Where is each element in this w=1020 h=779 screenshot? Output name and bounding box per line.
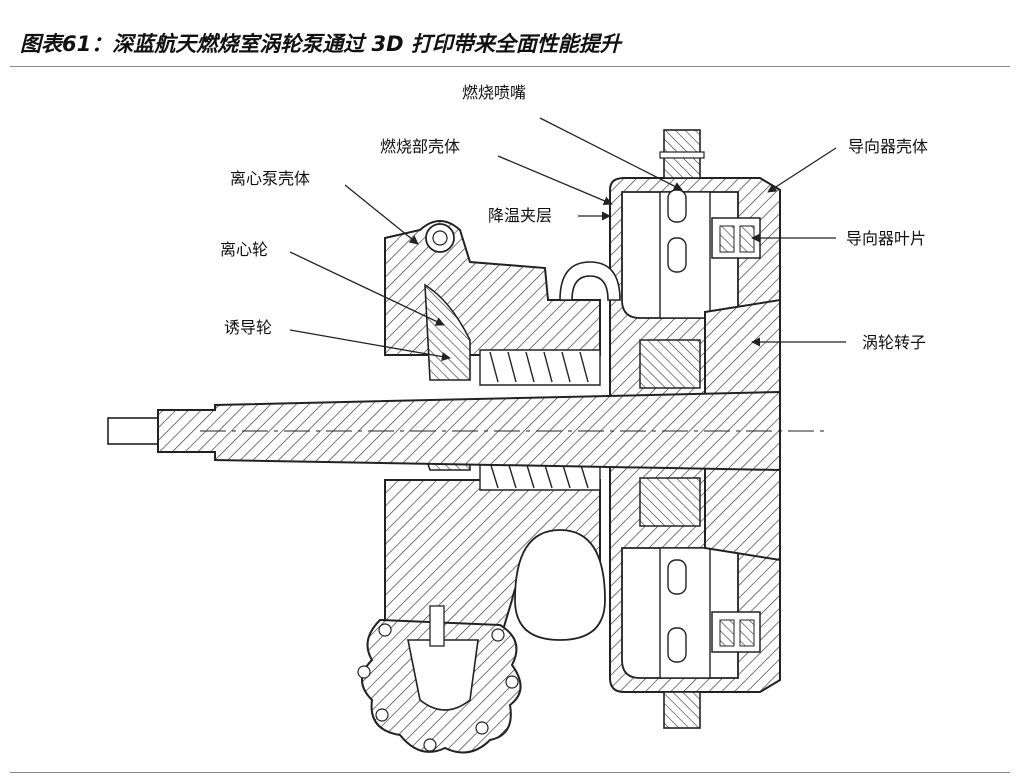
label-cooling-jacket: 降温夹层 [488, 206, 552, 225]
inducer-leader [289, 329, 451, 362]
guide-housing-leader [767, 147, 837, 193]
bearing-shapes [639, 339, 701, 527]
nozzle-leader [539, 117, 683, 191]
label-impeller: 离心轮 [220, 240, 268, 259]
label-guide-housing: 导向器壳体 [848, 137, 928, 156]
top-divider [10, 66, 1010, 67]
callout-lines [289, 117, 846, 362]
combustor-housing-leader [497, 155, 613, 206]
label-pump-housing: 离心泵壳体 [230, 169, 310, 188]
label-turbine-rotor: 涡轮转子 [862, 333, 926, 352]
label-nozzle: 燃烧喷嘴 [462, 83, 526, 102]
label-combustor-housing: 燃烧部壳体 [380, 137, 460, 156]
impeller-leader [289, 251, 445, 326]
shaft-shape [107, 390, 830, 472]
label-inducer: 诱导轮 [224, 318, 272, 337]
figure-title: 图表61：深蓝航天燃烧室涡轮泵通过 3D 打印带来全面性能提升 [20, 32, 621, 56]
label-guide-vane: 导向器叶片 [846, 229, 926, 248]
bottom-divider [10, 772, 1010, 773]
pump-housing-leader [344, 184, 419, 245]
nozzle-shapes [659, 129, 705, 729]
